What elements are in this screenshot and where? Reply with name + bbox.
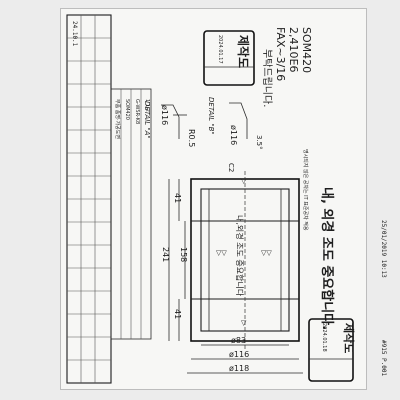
detail-b-label: DETAIL "B"	[207, 97, 215, 135]
side-col1: 부품 품명·가공도면	[114, 99, 121, 139]
stamp-bottom-title: 제작도	[342, 323, 356, 353]
model-text: SOM420	[300, 27, 313, 73]
finish-mark: ▽	[241, 177, 247, 185]
dim-c2: C2	[227, 163, 235, 172]
side-columns: 부품 품명·가공도면 SOM420 G-WSR-K8 1 1:2	[110, 88, 152, 340]
fax-page-no: #915 P.001	[380, 340, 387, 377]
drawing-sheet: 부품 품명·가공도면 SOM420 G-WSR-K8 1 1:2 SOM420 …	[60, 8, 367, 390]
inner-note: 내,외경 조도 중요합니다	[235, 215, 245, 297]
side-col4: 1 1:2	[144, 99, 150, 112]
finish-mark: ▽▽	[261, 249, 272, 257]
stamp-bottom-date: 2024.01.18	[321, 323, 327, 352]
stamp-top: 제작도 2024.01.17	[203, 30, 255, 86]
finish-mark: ▽▽	[216, 249, 227, 257]
dim-r05: R0.5	[187, 129, 196, 147]
dim-d116-c: ø116	[229, 350, 249, 359]
part-drawing: ▽▽ ▽▽ ▽ ▽ C2	[190, 163, 300, 349]
dim-d116-a: ø116	[160, 105, 169, 125]
dim-41-bot: 41	[173, 309, 182, 319]
dim-158: 158	[179, 247, 188, 262]
stamp-top-title: 제작도	[236, 35, 251, 68]
finish-mark: ▽	[241, 319, 247, 327]
fax-text: FAX~3/16	[274, 27, 287, 81]
dim-d118: ø118	[229, 364, 249, 373]
technical-drawing: 부품 품명·가공도면 SOM420 G-WSR-K8 1 1:2 SOM420 …	[66, 14, 356, 384]
detail-a-label: DETAIL "A"	[143, 101, 151, 139]
title-block-table	[66, 14, 112, 384]
dimension-annotations: 41 41 158 241 ø83 ø116 ø118	[161, 179, 303, 374]
part-text: 2,410E6	[287, 27, 300, 72]
dim-d83: ø83	[231, 336, 246, 345]
dim-41-top: 41	[173, 193, 182, 203]
detail-views: DETAIL "A" DETAIL "B" ø116 ø116 R0.5 3.5…	[143, 97, 263, 150]
dim-241: 241	[161, 247, 170, 262]
tolerance-note: 명시되지 않은 공차는 IT 표준공차 적용	[302, 149, 309, 231]
dim-angle: 3.5°	[255, 135, 263, 150]
date-left: 24.10.1	[71, 21, 78, 47]
main-note: 내, 외경 조도 중요합니다.	[319, 187, 335, 330]
fax-time: 25/01/2019 10:13	[380, 220, 387, 278]
side-col3: G-WSR-K8	[134, 99, 140, 124]
title-text-group: SOM420 2,410E6 FAX~3/16 부탁드립니다.	[261, 27, 313, 107]
dim-d116-b: ø116	[229, 125, 238, 145]
request-text: 부탁드립니다.	[261, 49, 274, 107]
stamp-top-date: 2024.01.17	[217, 35, 223, 64]
side-col2: SOM420	[124, 99, 130, 120]
stamp-bottom: 제작도 2024.01.18	[308, 318, 356, 382]
